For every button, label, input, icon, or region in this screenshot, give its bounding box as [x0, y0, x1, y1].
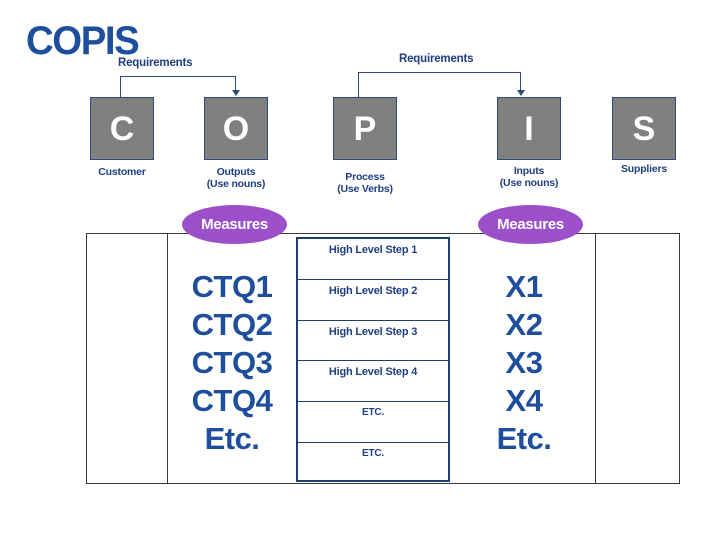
- connector-process-to-inputs: [358, 72, 525, 97]
- box-suppliers[interactable]: S: [612, 97, 676, 160]
- table-row[interactable]: High Level Step 1: [298, 239, 448, 280]
- table-divider-right: [595, 234, 596, 483]
- table-row[interactable]: ETC.: [298, 402, 448, 443]
- list-item: X4: [505, 382, 543, 418]
- process-steps-box: High Level Step 1 High Level Step 2 High…: [296, 237, 450, 482]
- measures-oval-outputs[interactable]: Measures: [182, 205, 287, 244]
- table-row[interactable]: High Level Step 3: [298, 321, 448, 362]
- box-letter-i: I: [524, 109, 534, 148]
- label-suppliers: Suppliers: [620, 163, 668, 175]
- box-outputs[interactable]: O: [204, 97, 268, 160]
- list-item: Etc.: [204, 420, 260, 456]
- process-step-label: High Level Step 3: [328, 325, 418, 338]
- label-inputs-line1: Inputs: [513, 165, 545, 177]
- list-item: CTQ3: [191, 344, 273, 380]
- requirements-label-customer-outputs: Requirements: [118, 57, 193, 69]
- label-outputs-line1: Outputs: [216, 166, 256, 178]
- box-customer[interactable]: C: [90, 97, 154, 160]
- label-process-line2: (Use Verbs): [337, 183, 393, 195]
- label-outputs-line2: (Use nouns): [206, 178, 266, 190]
- measures-oval-label: Measures: [201, 216, 268, 233]
- page-title: COPIS: [26, 19, 140, 63]
- connector-customer-to-outputs: [120, 76, 240, 97]
- list-item: X1: [505, 268, 543, 304]
- box-letter-o: O: [222, 109, 250, 148]
- table-row[interactable]: ETC.: [298, 443, 448, 484]
- list-item: X3: [505, 344, 543, 380]
- list-item: Etc.: [496, 420, 552, 456]
- outputs-ctq-column: CTQ1 CTQ2 CTQ3 CTQ4 Etc.: [168, 255, 296, 470]
- box-letter-c: C: [109, 109, 135, 148]
- measures-oval-inputs[interactable]: Measures: [478, 205, 583, 244]
- measures-oval-label: Measures: [497, 216, 564, 233]
- table-divider-left: [167, 234, 168, 483]
- box-inputs[interactable]: I: [497, 97, 561, 160]
- box-letter-s: S: [632, 109, 656, 148]
- inputs-x-column: X1 X2 X3 X4 Etc.: [456, 255, 592, 470]
- list-item: CTQ2: [191, 306, 273, 342]
- label-process-line1: Process: [345, 171, 385, 183]
- table-row[interactable]: High Level Step 4: [298, 361, 448, 403]
- process-step-label: High Level Step 1: [328, 244, 418, 256]
- list-item: CTQ4: [191, 382, 273, 418]
- requirements-label-process-inputs: Requirements: [399, 53, 474, 65]
- label-inputs-line2: (Use nouns): [499, 177, 559, 189]
- list-item: CTQ1: [191, 268, 273, 304]
- box-letter-p: P: [353, 109, 377, 148]
- process-step-label: High Level Step 2: [328, 284, 418, 297]
- table-row[interactable]: High Level Step 2: [298, 280, 448, 321]
- process-step-label: ETC.: [362, 407, 384, 419]
- label-customer: Customer: [98, 166, 146, 178]
- copis-table: [86, 233, 680, 484]
- process-step-label: High Level Step 4: [328, 366, 418, 379]
- box-process[interactable]: P: [333, 97, 397, 160]
- process-step-label: ETC.: [362, 447, 384, 459]
- list-item: X2: [505, 306, 543, 342]
